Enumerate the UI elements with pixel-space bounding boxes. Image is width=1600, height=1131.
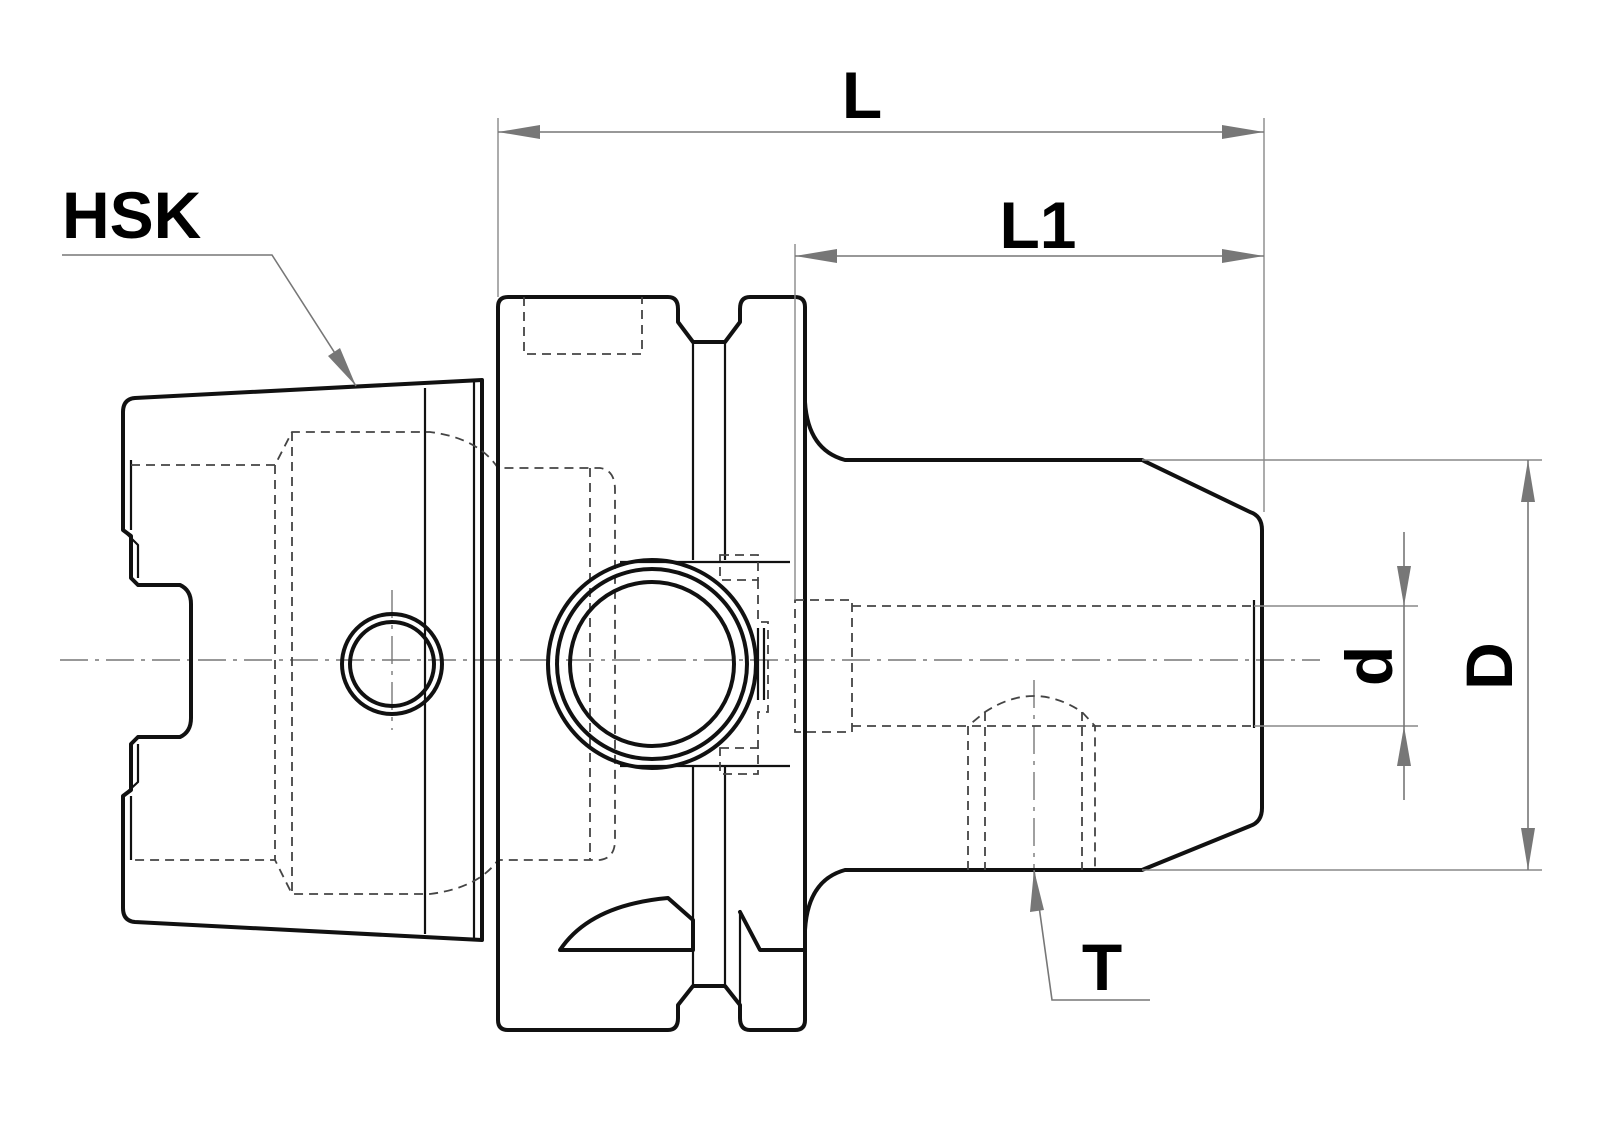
hsk-cross-hole bbox=[340, 612, 444, 716]
hsk-taper-shank bbox=[121, 378, 484, 942]
dimension-D: D bbox=[1142, 459, 1542, 871]
leader-T: T bbox=[1030, 869, 1150, 1004]
label-L: L bbox=[842, 58, 882, 132]
dimension-L1: L1 bbox=[794, 188, 1264, 600]
label-D: D bbox=[1452, 642, 1526, 690]
label-T: T bbox=[1082, 930, 1122, 1004]
dimension-L: L bbox=[497, 58, 1265, 512]
thread-hole-hidden bbox=[967, 695, 1096, 870]
hsk-internal-bore bbox=[131, 431, 616, 895]
shank-bore-hidden bbox=[794, 599, 1254, 733]
label-d: d bbox=[1332, 646, 1406, 686]
label-L1: L1 bbox=[999, 188, 1076, 262]
dimension-d: d bbox=[1254, 532, 1418, 800]
leader-HSK: HSK bbox=[62, 178, 357, 387]
flange-body bbox=[496, 295, 807, 1032]
label-HSK: HSK bbox=[62, 178, 202, 252]
flange-pocket-hidden bbox=[523, 297, 643, 355]
shank-body bbox=[803, 400, 1264, 932]
clamping-ring bbox=[546, 554, 790, 775]
